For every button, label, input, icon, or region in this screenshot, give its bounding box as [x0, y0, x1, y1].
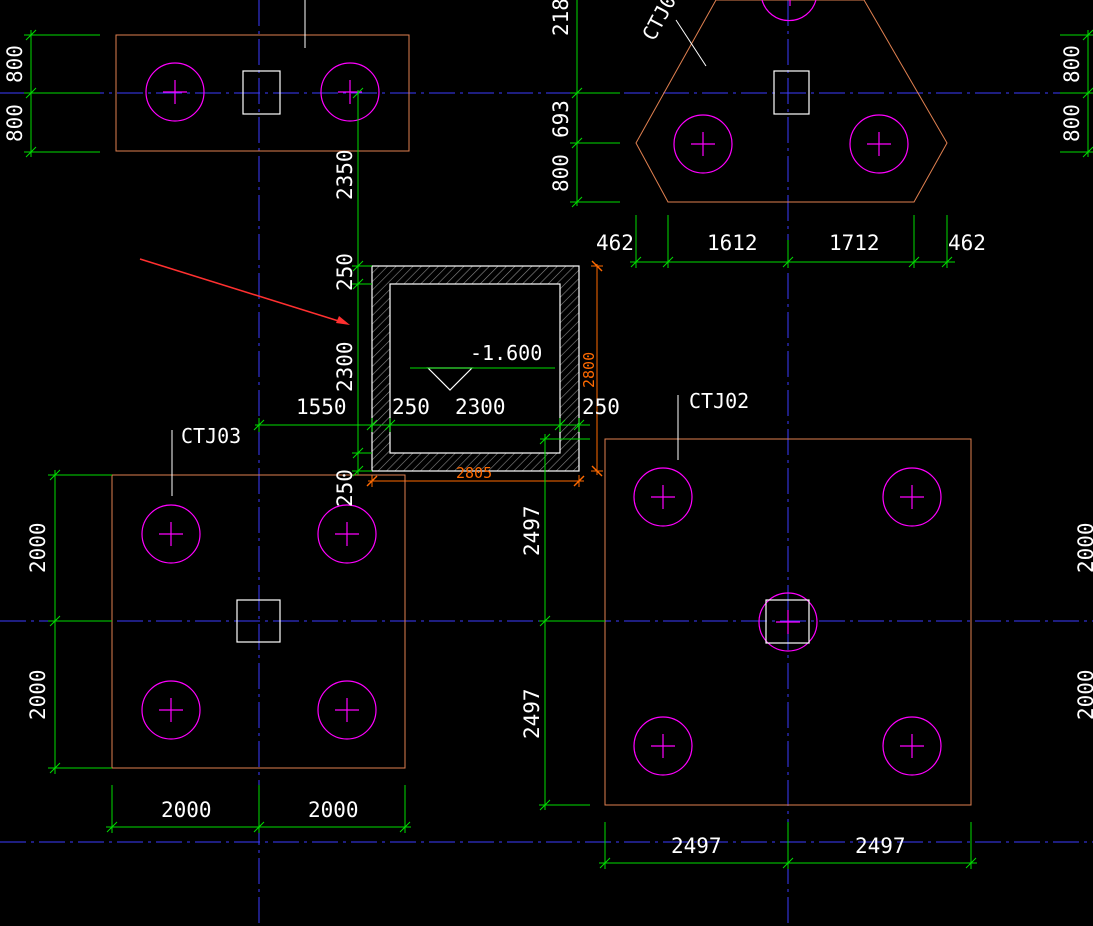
- dim-text: 800: [1060, 45, 1084, 83]
- pit-inner: [389, 283, 561, 454]
- pile: [633, 716, 693, 776]
- pit: -1.600 2800 2805: [366, 260, 603, 487]
- cap-outline: [115, 34, 410, 152]
- dim-text: 800: [1060, 104, 1084, 142]
- dimension-lines: [24, 0, 1093, 869]
- dim-text: 2300: [455, 395, 506, 419]
- dim-text: 800: [3, 104, 27, 142]
- dim-text: 250: [582, 395, 620, 419]
- pile: [849, 114, 909, 174]
- pile: [633, 467, 693, 527]
- dim-text: 1612: [707, 231, 758, 255]
- pit-outer: [371, 265, 580, 472]
- dim-text: 1550: [296, 395, 347, 419]
- dim-text: 2000: [161, 798, 212, 822]
- pile: [320, 62, 380, 122]
- cap-outline: [635, 0, 948, 203]
- dim-text: 800: [549, 154, 573, 192]
- dim-text: 2180: [549, 0, 573, 36]
- column-square: [765, 599, 810, 644]
- column-square: [236, 599, 281, 643]
- dim-text: 2000: [1074, 669, 1093, 720]
- pile: [317, 680, 377, 740]
- cap-top-left: [115, 0, 410, 152]
- cap-label-ctj03: CTJ03: [181, 424, 241, 448]
- dim-text: 2497: [855, 834, 906, 858]
- pile: [758, 592, 818, 652]
- pile: [141, 680, 201, 740]
- dim-text: 462: [596, 231, 634, 255]
- pile: [761, 0, 817, 22]
- dim-text: 462: [948, 231, 986, 255]
- dim-text: 2497: [520, 688, 544, 739]
- dim-text: 2497: [520, 505, 544, 556]
- pile: [145, 62, 205, 122]
- pile: [882, 467, 942, 527]
- dimension-texts: 800 800 2350 250 2300 250 1550 250 2300 …: [3, 0, 1093, 858]
- dim-text: 693: [549, 100, 573, 138]
- dim-text: 2000: [26, 669, 50, 720]
- cap-ctj02: CTJ02: [604, 389, 972, 806]
- leader-line: [675, 19, 707, 67]
- dim-text: 2350: [333, 149, 357, 200]
- pile: [317, 504, 377, 564]
- elevation-label: -1.600: [470, 341, 542, 365]
- pointer-arrow: [139, 258, 350, 325]
- pile: [141, 504, 201, 564]
- elevation-symbol: [426, 367, 474, 391]
- dim-text: 2000: [26, 522, 50, 573]
- dim-text: 2300: [333, 341, 357, 392]
- dim-text: 800: [3, 45, 27, 83]
- dim-text: 250: [333, 253, 357, 291]
- cap-label-top: CTJ0: [637, 0, 681, 44]
- pile: [882, 716, 942, 776]
- cap-outline: [604, 438, 972, 806]
- dim-text: 2000: [308, 798, 359, 822]
- pit-height-total: 2800: [580, 352, 598, 388]
- dim-text: 2497: [671, 834, 722, 858]
- column-square: [242, 70, 281, 115]
- pit-width-total: 2805: [456, 464, 492, 482]
- dim-text: 2000: [1074, 522, 1093, 573]
- pile: [673, 114, 733, 174]
- cap-label-ctj02: CTJ02: [689, 389, 749, 413]
- cap-ctj03: CTJ03: [111, 424, 406, 769]
- dim-text: 1712: [829, 231, 880, 255]
- cap-triangle: CTJ0: [635, 0, 948, 203]
- dim-text: 250: [333, 469, 357, 507]
- dim-text: 250: [392, 395, 430, 419]
- column-square: [773, 70, 810, 115]
